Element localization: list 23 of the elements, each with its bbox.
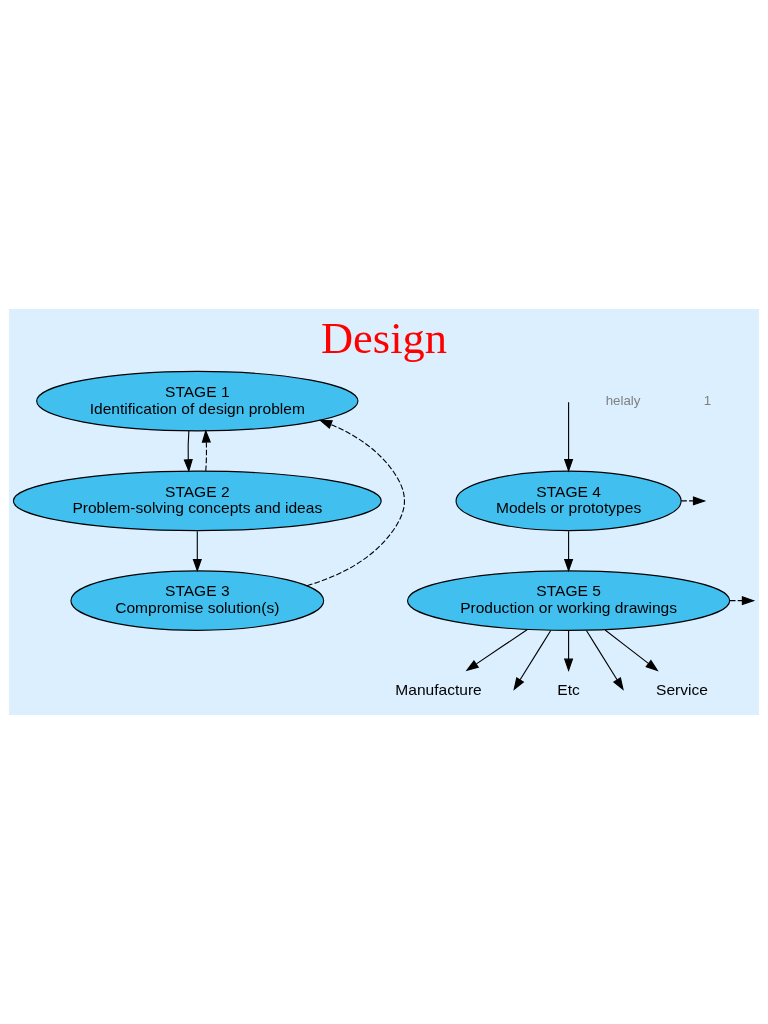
arrow xyxy=(729,595,756,606)
arrow xyxy=(604,629,659,672)
arrow xyxy=(183,430,193,473)
label: helaly xyxy=(605,392,641,408)
arrow xyxy=(680,496,707,506)
node-ellipse: STAGE 5 Production or working drawings xyxy=(406,570,731,631)
arrow xyxy=(192,530,202,573)
node-ellipse: STAGE 4 Models or prototypes xyxy=(455,470,682,532)
node-text: Service xyxy=(656,680,708,698)
arrow xyxy=(563,401,574,473)
arrow xyxy=(563,630,574,672)
diagram-title: Design xyxy=(321,313,447,364)
arrow xyxy=(465,629,528,672)
node-ellipse: STAGE 3 Compromise solution(s) xyxy=(70,570,325,631)
node-text: Etc xyxy=(557,680,580,698)
arrow xyxy=(306,419,405,587)
arrow xyxy=(513,629,552,691)
arrow xyxy=(563,530,574,573)
arrow xyxy=(585,629,624,691)
node-text: Manufacture xyxy=(395,680,482,698)
label: 1 xyxy=(703,392,712,408)
node-ellipse: STAGE 2 Problem-solving concepts and ideas xyxy=(12,470,382,532)
arrow xyxy=(201,429,211,472)
